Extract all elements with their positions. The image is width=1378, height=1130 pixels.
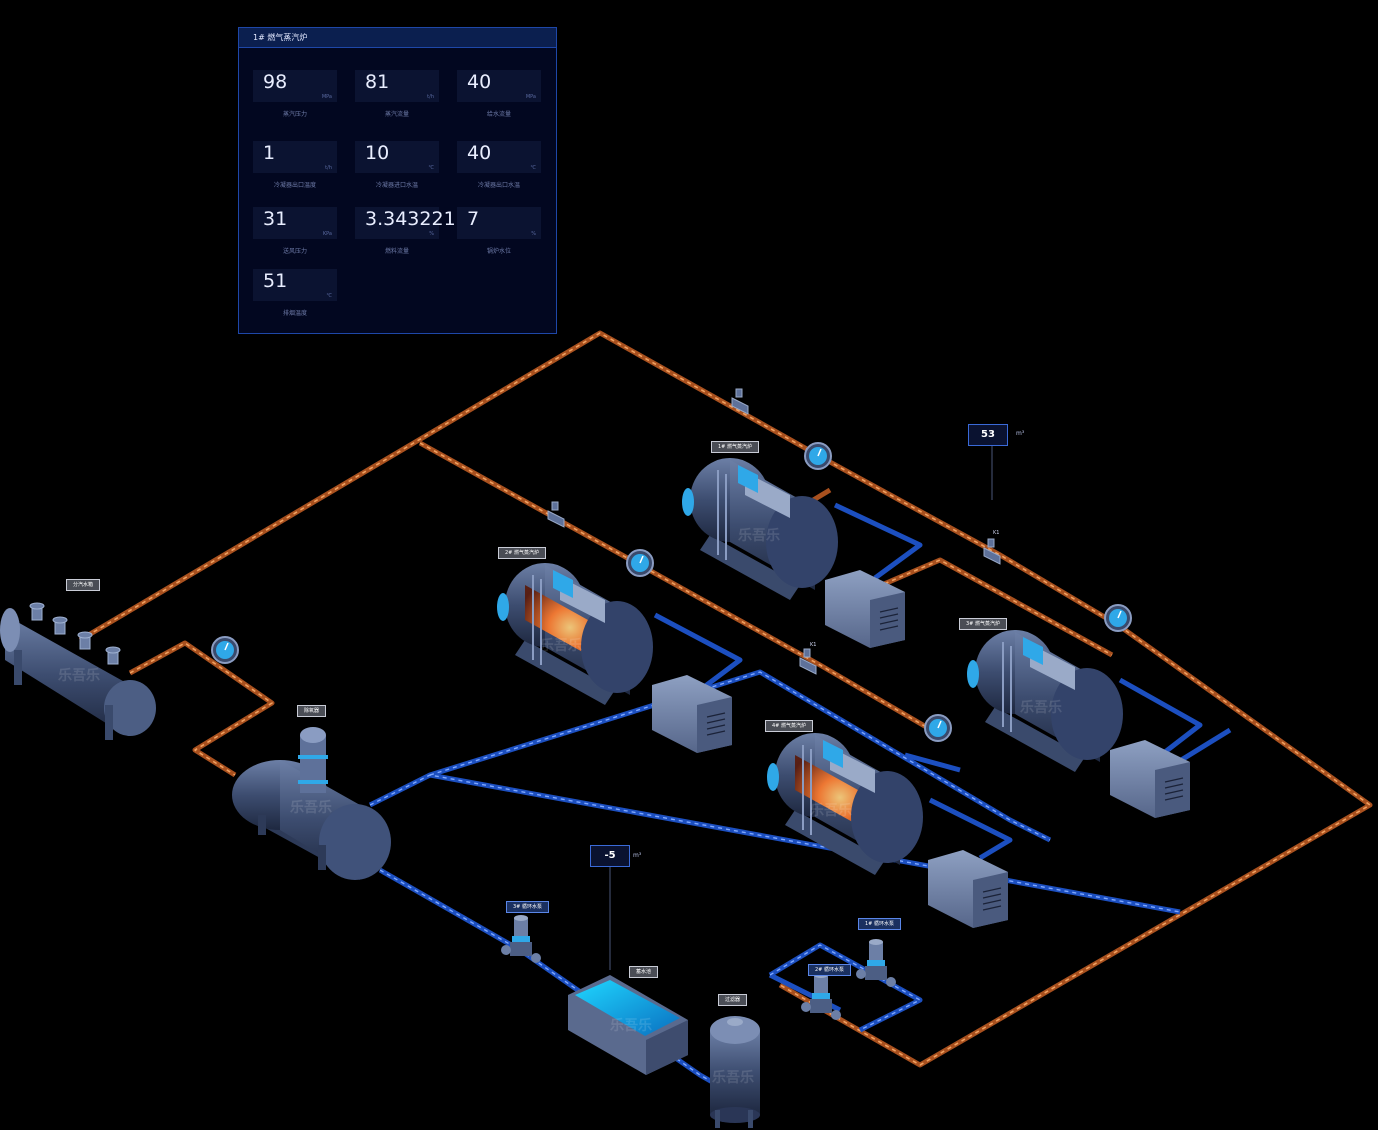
metric-unit: t/h bbox=[427, 94, 434, 100]
metric-value: 10 bbox=[365, 142, 390, 164]
boiler-1-tag[interactable]: 1# 燃气蒸汽炉 bbox=[711, 441, 759, 453]
deaerator[interactable] bbox=[232, 727, 391, 880]
aux-unit-1[interactable] bbox=[825, 570, 905, 648]
svg-text:乐吾乐: 乐吾乐 bbox=[58, 667, 100, 684]
metric-unit: KPa bbox=[322, 231, 332, 237]
header-tag[interactable]: 分汽水箱 bbox=[66, 579, 101, 591]
metric-condenser-outlet-water: 40 ℃ 冷凝器出口水温 bbox=[457, 141, 541, 189]
level-readout-1[interactable]: 53 bbox=[968, 424, 1008, 446]
metric-label: 送风压力 bbox=[282, 248, 307, 255]
metric-value: 1 bbox=[263, 142, 276, 164]
metric-value: 40 bbox=[467, 71, 492, 93]
metric-unit: % bbox=[531, 231, 536, 237]
metric-unit: MPa bbox=[321, 94, 332, 100]
level-readout-2-unit: m³ bbox=[633, 852, 642, 859]
metric-unit: % bbox=[429, 231, 434, 237]
boiler-4-tag[interactable]: 4# 燃气蒸汽炉 bbox=[765, 720, 813, 732]
boiler-2[interactable] bbox=[497, 563, 653, 705]
metric-unit: ℃ bbox=[428, 165, 434, 171]
metric-label: 燃料流量 bbox=[384, 248, 409, 255]
svg-text:乐吾乐: 乐吾乐 bbox=[810, 802, 852, 819]
metric-value: 40 bbox=[467, 142, 492, 164]
level-readout-2[interactable]: -5 bbox=[590, 845, 630, 867]
pressure-gauge-icon[interactable] bbox=[1104, 604, 1132, 632]
valve-icons bbox=[547, 388, 1001, 675]
boiler-3-tag[interactable]: 3# 燃气蒸汽炉 bbox=[959, 618, 1007, 630]
valve-label: K1 bbox=[810, 642, 817, 648]
svg-text:乐吾乐: 乐吾乐 bbox=[540, 637, 582, 654]
pump-2[interactable] bbox=[801, 972, 841, 1020]
aux-unit-4[interactable] bbox=[928, 850, 1008, 928]
pressure-gauge-icon[interactable] bbox=[924, 714, 952, 742]
metric-exhaust-temp: 51 ℃ 排烟温度 bbox=[253, 269, 337, 317]
pressure-gauge-icons bbox=[211, 442, 1132, 742]
pressure-gauge-icon[interactable] bbox=[211, 636, 239, 664]
boiler-4[interactable] bbox=[767, 733, 923, 875]
metric-value: 81 bbox=[365, 71, 390, 93]
pump-1-tag[interactable]: 1# 循环水泵 bbox=[858, 918, 901, 930]
pump-1[interactable] bbox=[856, 939, 896, 987]
metric-value: 7 bbox=[467, 208, 480, 230]
pump-3[interactable] bbox=[501, 915, 541, 963]
metric-label: 给水流量 bbox=[486, 111, 511, 118]
valve-icon[interactable] bbox=[731, 388, 749, 415]
svg-text:乐吾乐: 乐吾乐 bbox=[738, 527, 780, 544]
svg-text:乐吾乐: 乐吾乐 bbox=[290, 799, 332, 816]
level-readout-1-unit: m³ bbox=[1016, 430, 1025, 437]
pump-2-tag[interactable]: 2# 循环水泵 bbox=[808, 964, 851, 976]
aux-unit-3[interactable] bbox=[1110, 740, 1190, 818]
metric-label: 蒸汽压力 bbox=[282, 111, 307, 118]
metric-label: 排烟温度 bbox=[282, 310, 307, 317]
valve-icon[interactable] bbox=[547, 501, 565, 528]
steam-header[interactable] bbox=[0, 602, 156, 740]
svg-text:乐吾乐: 乐吾乐 bbox=[1020, 699, 1062, 716]
metric-label: 蒸汽流量 bbox=[384, 111, 409, 118]
watermark: 乐吾乐 乐吾乐 乐吾乐 乐吾乐 乐吾乐 乐吾乐 乐吾乐 乐吾乐 bbox=[58, 527, 1062, 1086]
svg-text:乐吾乐: 乐吾乐 bbox=[610, 1017, 652, 1034]
boiler-1[interactable] bbox=[682, 458, 838, 600]
metric-value: 51 bbox=[263, 270, 288, 292]
metric-condenser-outlet-temp: 1 t/h 冷凝器出口温度 bbox=[253, 141, 337, 189]
filter-tag[interactable]: 过滤器 bbox=[718, 994, 748, 1006]
boiler-3[interactable] bbox=[967, 630, 1123, 772]
metric-condenser-inlet-water: 10 ℃ 冷凝器进口水温 bbox=[355, 141, 439, 189]
valve-icon[interactable] bbox=[799, 648, 817, 675]
tank-tag[interactable]: 蓄水池 bbox=[629, 966, 659, 978]
metric-label: 冷凝器进口水温 bbox=[375, 182, 418, 189]
svg-text:乐吾乐: 乐吾乐 bbox=[712, 1069, 754, 1086]
filter-vessel[interactable] bbox=[710, 1016, 760, 1128]
panel-title: 1# 燃气蒸汽炉 bbox=[239, 28, 556, 48]
metric-label: 冷凝器出口温度 bbox=[273, 182, 316, 189]
metric-value: 31 bbox=[263, 208, 288, 230]
aux-unit-2[interactable] bbox=[652, 675, 732, 753]
valve-icon[interactable] bbox=[983, 538, 1001, 565]
metric-unit: t/h bbox=[325, 165, 332, 171]
metric-value: 3.343221 bbox=[365, 208, 456, 230]
metric-steam-flow: 81 t/h 蒸汽流量 bbox=[355, 70, 439, 118]
metric-label: 锅炉水位 bbox=[486, 248, 511, 255]
metric-unit: MPa bbox=[525, 94, 536, 100]
metric-fuel-flow: 3.343221% 燃料流量 bbox=[355, 207, 456, 255]
steam-pipes bbox=[78, 330, 1373, 1068]
valve-label: K1 bbox=[993, 530, 1000, 536]
boiler-2-tag[interactable]: 2# 燃气蒸汽炉 bbox=[498, 547, 546, 559]
deaerator-tag[interactable]: 除氧器 bbox=[297, 705, 327, 717]
pump-3-tag[interactable]: 3# 循环水泵 bbox=[506, 901, 549, 913]
metric-value: 98 bbox=[263, 71, 288, 93]
metric-boiler-water-level: 7% 锅炉水位 bbox=[457, 207, 541, 255]
metric-unit: ℃ bbox=[530, 165, 536, 171]
metric-label: 冷凝器出口水温 bbox=[477, 182, 520, 189]
metric-unit: ℃ bbox=[326, 293, 332, 299]
water-tank[interactable] bbox=[568, 975, 688, 1075]
pressure-gauge-icon[interactable] bbox=[804, 442, 832, 470]
pressure-gauge-icon[interactable] bbox=[626, 549, 654, 577]
